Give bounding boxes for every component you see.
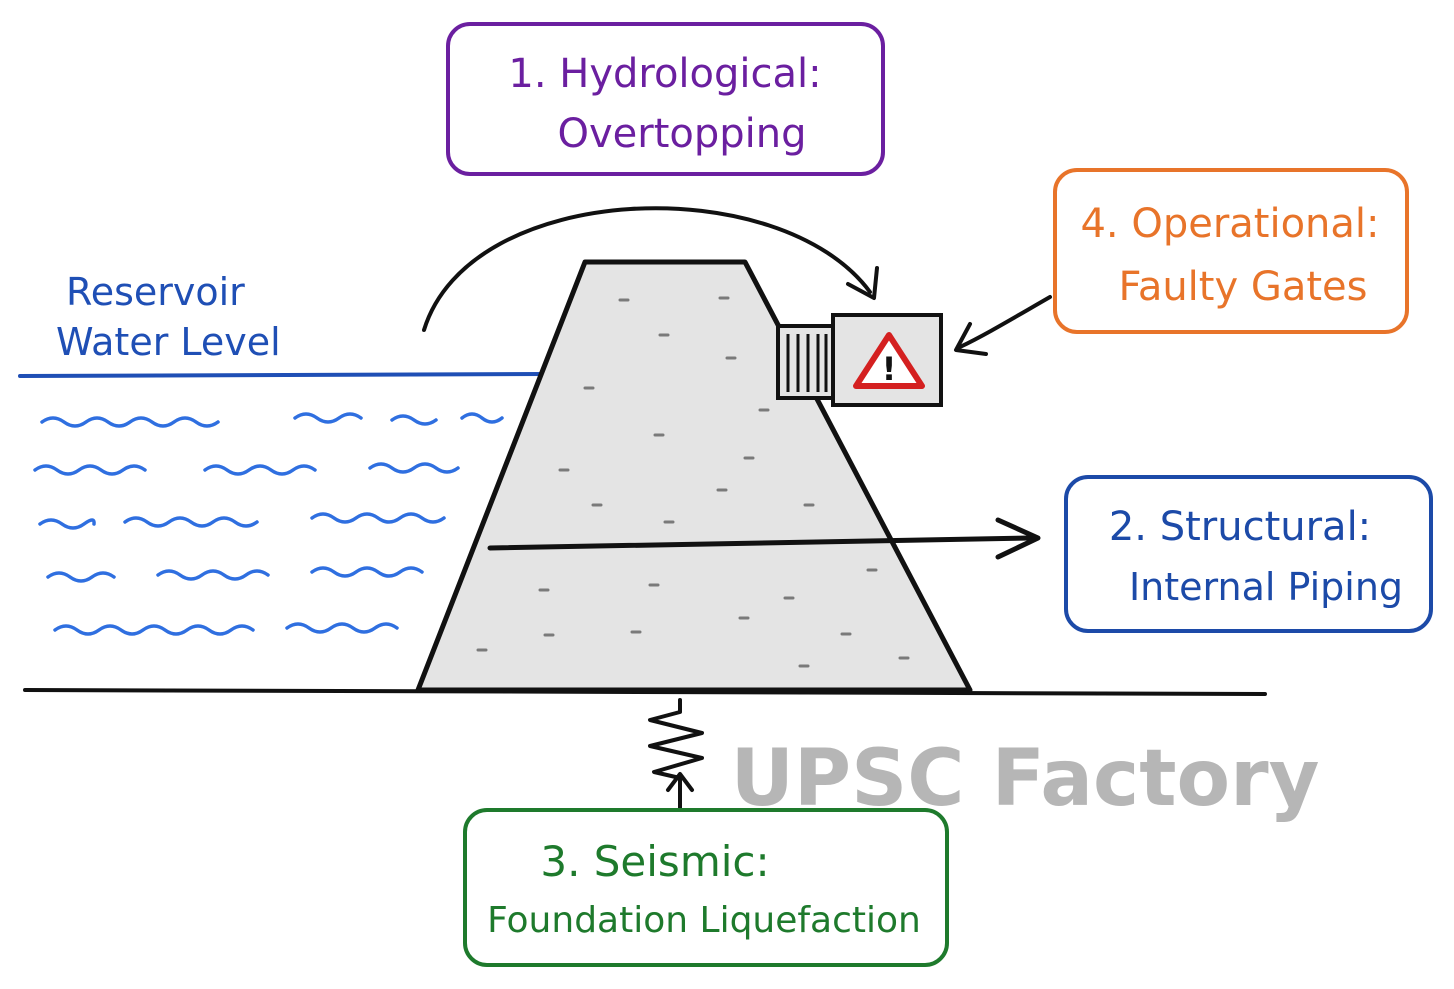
wave: [33, 464, 147, 476]
wave: [390, 414, 438, 426]
wave: [310, 512, 446, 524]
warning-triangle-icon: [853, 332, 925, 389]
reservoir-water-level-line: [18, 372, 547, 378]
reservoir-label-line2: Water Level: [56, 320, 281, 364]
overtopping-arrowhead: [846, 266, 879, 300]
seismic-arrowhead: [666, 772, 694, 792]
callout-structural-subtitle: Internal Piping: [1129, 565, 1403, 609]
wave: [123, 516, 259, 528]
wave: [460, 412, 504, 424]
dam-body: [415, 259, 973, 693]
callout-structural-title: 2. Structural:: [1109, 504, 1371, 550]
callout-operational-title: 4. Operational:: [1080, 201, 1379, 247]
gate-bars: [786, 334, 828, 392]
callout-seismic: 3. Seismic: Foundation Liquefaction: [463, 808, 949, 967]
warning-exclamation-icon: !: [882, 350, 897, 388]
seismic-spring-icon: [648, 698, 704, 780]
dam-texture: [476, 296, 910, 668]
callout-hydrological: 1. Hydrological: Overtopping: [446, 22, 885, 176]
callout-operational-subtitle: Faulty Gates: [1118, 264, 1367, 310]
wave: [293, 412, 363, 424]
wave: [53, 624, 255, 636]
wave: [38, 518, 96, 530]
wave: [156, 569, 270, 581]
overtopping-arrow: [422, 206, 872, 332]
wave: [203, 464, 317, 476]
operational-arrowhead: [954, 322, 988, 356]
gate-mechanism: !: [776, 313, 943, 407]
wave: [40, 416, 220, 428]
callout-operational: 4. Operational: Faulty Gates: [1053, 168, 1409, 334]
wave: [46, 571, 116, 583]
callout-hydrological-title: 1. Hydrological:: [508, 51, 821, 97]
wave: [310, 566, 424, 578]
piping-arrow: [487, 535, 1033, 551]
reservoir-label-line1: Reservoir: [66, 270, 245, 314]
wave: [368, 462, 460, 474]
callout-seismic-subtitle: Foundation Liquefaction: [487, 900, 921, 941]
callout-seismic-title: 3. Seismic:: [540, 837, 769, 886]
wave: [285, 622, 399, 634]
piping-arrowhead: [995, 517, 1041, 560]
water-waves: [33, 412, 504, 636]
operational-arrow: [958, 295, 1052, 349]
callout-structural: 2. Structural: Internal Piping: [1064, 475, 1433, 633]
callout-hydrological-subtitle: Overtopping: [557, 111, 806, 157]
watermark-text: UPSC Factory: [731, 734, 1320, 824]
